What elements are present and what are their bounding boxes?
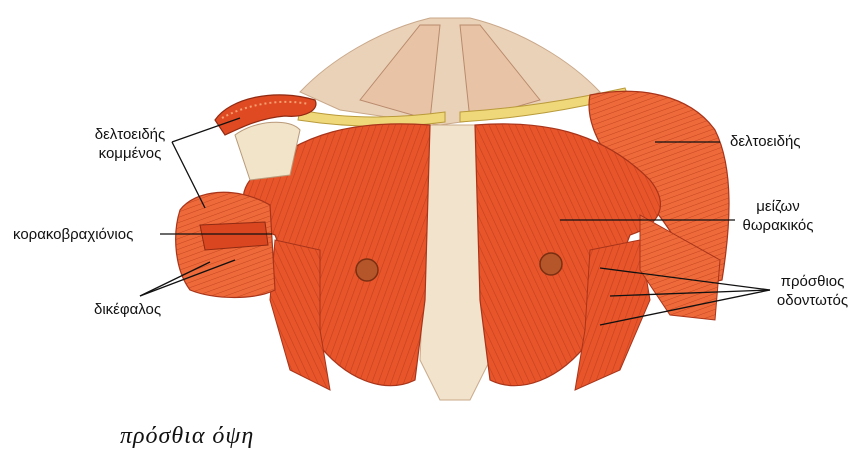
label-deltoid-cut: δελτοειδής κομμένος bbox=[70, 125, 190, 163]
label-pectoralis-major: μείζων θωρακικός bbox=[728, 197, 828, 235]
label-serratus-line2: οδοντωτός bbox=[765, 291, 860, 310]
label-biceps: δικέφαλος bbox=[94, 300, 161, 319]
label-pec-major-line2: θωρακικός bbox=[728, 216, 828, 235]
label-serratus-line1: πρόσθιος bbox=[765, 272, 860, 291]
label-deltoid-cut-line2: κομμένος bbox=[70, 144, 190, 163]
figure-caption: πρόσθια όψη bbox=[120, 423, 254, 450]
shoulder-joint-left bbox=[235, 122, 300, 180]
label-coracobrachialis: κορακοβραχιόνιος bbox=[13, 225, 133, 244]
label-pec-major-line1: μείζων bbox=[728, 197, 828, 216]
coracobrachialis-muscle bbox=[200, 222, 268, 250]
nipple-right bbox=[540, 253, 562, 275]
nipple-left bbox=[356, 259, 378, 281]
label-deltoid-cut-line1: δελτοειδής bbox=[70, 125, 190, 144]
label-deltoid-right: δελτοειδής bbox=[730, 132, 801, 151]
label-serratus-anterior: πρόσθιος οδοντωτός bbox=[765, 272, 860, 310]
